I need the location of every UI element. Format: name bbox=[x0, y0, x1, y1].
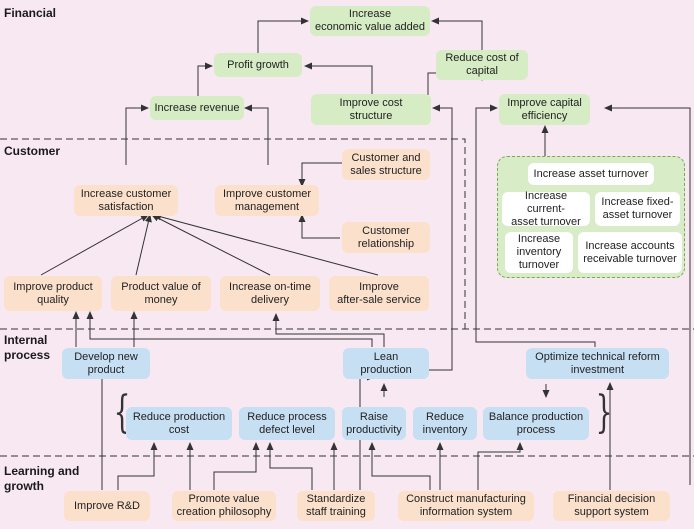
arrows bbox=[40, 17, 691, 490]
node-lean-production: Lean production bbox=[343, 348, 429, 379]
node-construct-manufacturing-information-system: Construct manufacturing information syst… bbox=[398, 491, 534, 521]
node-raise-productivity: Raise productivity bbox=[342, 407, 406, 440]
node-reduce-process-defect-level: Reduce process defect level bbox=[239, 407, 335, 440]
node-increase-on-time-delivery: Increase on-time delivery bbox=[220, 276, 320, 311]
node-increase-economic-value-added: Increase economic value added bbox=[310, 6, 430, 36]
node-optimize-technical-reform-investment: Optimize technical reform investment bbox=[526, 348, 669, 379]
node-improve-capital-efficiency: Improve capital efficiency bbox=[499, 94, 590, 125]
node-improve-after-sale-service: Improve after-sale service bbox=[329, 276, 429, 311]
node-increase-accounts-receivable-turnover: Increase accounts receivable turnover bbox=[578, 232, 682, 273]
node-improve-rd: Improve R&D bbox=[64, 491, 150, 521]
node-increase-customer-satisfaction: Increase customer satisfaction bbox=[74, 185, 178, 216]
node-improve-product-quality: Improve product quality bbox=[4, 276, 102, 311]
section-financial: Financial bbox=[4, 6, 57, 20]
section-customer: Customer bbox=[4, 144, 61, 158]
right-brace-icon: } bbox=[595, 387, 613, 438]
node-increase-current-asset-turnover: Increase current- asset turnover bbox=[502, 190, 590, 228]
node-increase-fixed-asset-turnover: Increase fixed- asset turnover bbox=[595, 192, 680, 226]
node-promote-value-creation-philosophy: Promote value creation philosophy bbox=[172, 491, 276, 521]
section-dividers bbox=[0, 138, 694, 457]
node-reduce-production-cost: Reduce production cost bbox=[126, 407, 232, 440]
node-improve-cost-structure: Improve cost structure bbox=[311, 94, 431, 125]
financial-customer-divider bbox=[0, 138, 466, 329]
node-balance-production-process: Balance production process bbox=[483, 407, 589, 440]
node-increase-revenue: Increase revenue bbox=[150, 96, 244, 120]
section-internal-process: Internal process bbox=[4, 333, 51, 362]
node-customer-and-sales-structure: Customer and sales structure bbox=[342, 149, 430, 180]
node-customer-relationship: Customer relationship bbox=[342, 222, 430, 253]
node-reduce-cost-of-capital: Reduce cost of capital bbox=[436, 50, 528, 80]
node-profit-growth: Profit growth bbox=[214, 53, 302, 77]
node-reduce-inventory: Reduce inventory bbox=[413, 407, 477, 440]
node-improve-customer-management: Improve customer management bbox=[215, 185, 319, 216]
node-product-value-of-money: Product value of money bbox=[111, 276, 211, 311]
section-learning-growth: Learning and growth bbox=[4, 464, 80, 493]
node-increase-asset-turnover: Increase asset turnover bbox=[528, 163, 654, 185]
node-develop-new-product: Develop new product bbox=[62, 348, 150, 379]
node-standardize-staff-training: Standardize staff training bbox=[297, 491, 375, 521]
node-increase-inventory-turnover: Increase inventory turnover bbox=[505, 232, 573, 273]
node-financial-decision-support-system: Financial decision support system bbox=[553, 491, 670, 521]
